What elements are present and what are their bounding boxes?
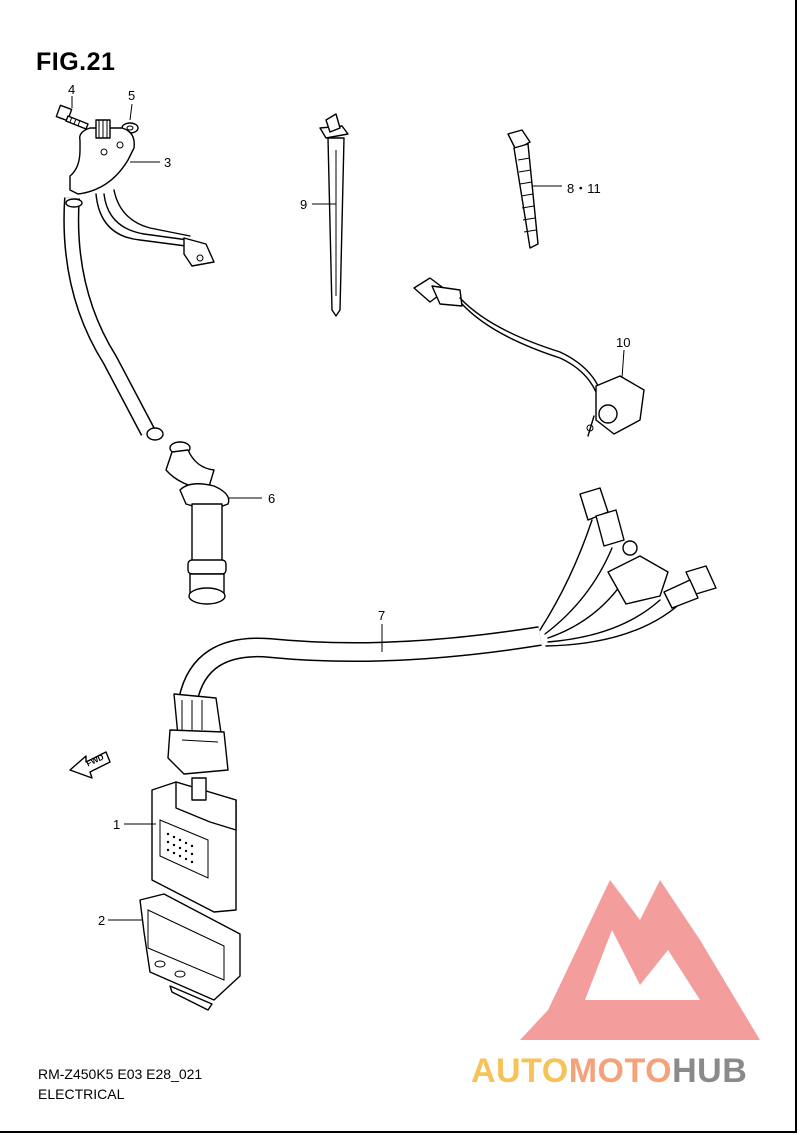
callout-10: 10 bbox=[616, 335, 631, 350]
callout-8-11: 8・11 bbox=[567, 181, 601, 196]
callout-4: 4 bbox=[68, 82, 76, 97]
footer-section-name: ELECTRICAL bbox=[38, 1086, 125, 1102]
part-10-switch bbox=[413, 277, 645, 437]
footer-diagram-code: RM-Z450K5 E03 E28_021 bbox=[38, 1066, 203, 1082]
fwd-arrow bbox=[69, 751, 111, 779]
callout-2: 2 bbox=[98, 913, 106, 928]
part-7-harness bbox=[167, 487, 717, 775]
callout-9: 9 bbox=[300, 197, 308, 212]
watermark-auto: AUTO bbox=[471, 1052, 569, 1090]
watermark-moto: MOTO bbox=[568, 1052, 673, 1090]
part-6-plug-cap bbox=[165, 441, 230, 605]
part-3-sensor bbox=[63, 119, 215, 441]
watermark-hub: HUB bbox=[672, 1052, 748, 1090]
part-8-11-tie bbox=[507, 129, 539, 249]
watermark-logo bbox=[520, 880, 760, 1040]
part-1-cdi-unit bbox=[151, 777, 237, 913]
callout-1: 1 bbox=[113, 817, 121, 832]
callout-6: 6 bbox=[268, 491, 276, 506]
callout-7: 7 bbox=[378, 608, 386, 623]
watermark-text: AUTOMOTOHUB bbox=[471, 1052, 747, 1091]
part-9-clamp bbox=[319, 113, 349, 317]
figure-title: FIG.21 bbox=[36, 48, 116, 76]
callout-3: 3 bbox=[164, 155, 172, 170]
part-2-holder bbox=[139, 893, 241, 1011]
callout-5: 5 bbox=[128, 88, 136, 103]
part-4-bolt bbox=[55, 104, 89, 130]
leader-lines bbox=[71, 96, 625, 921]
